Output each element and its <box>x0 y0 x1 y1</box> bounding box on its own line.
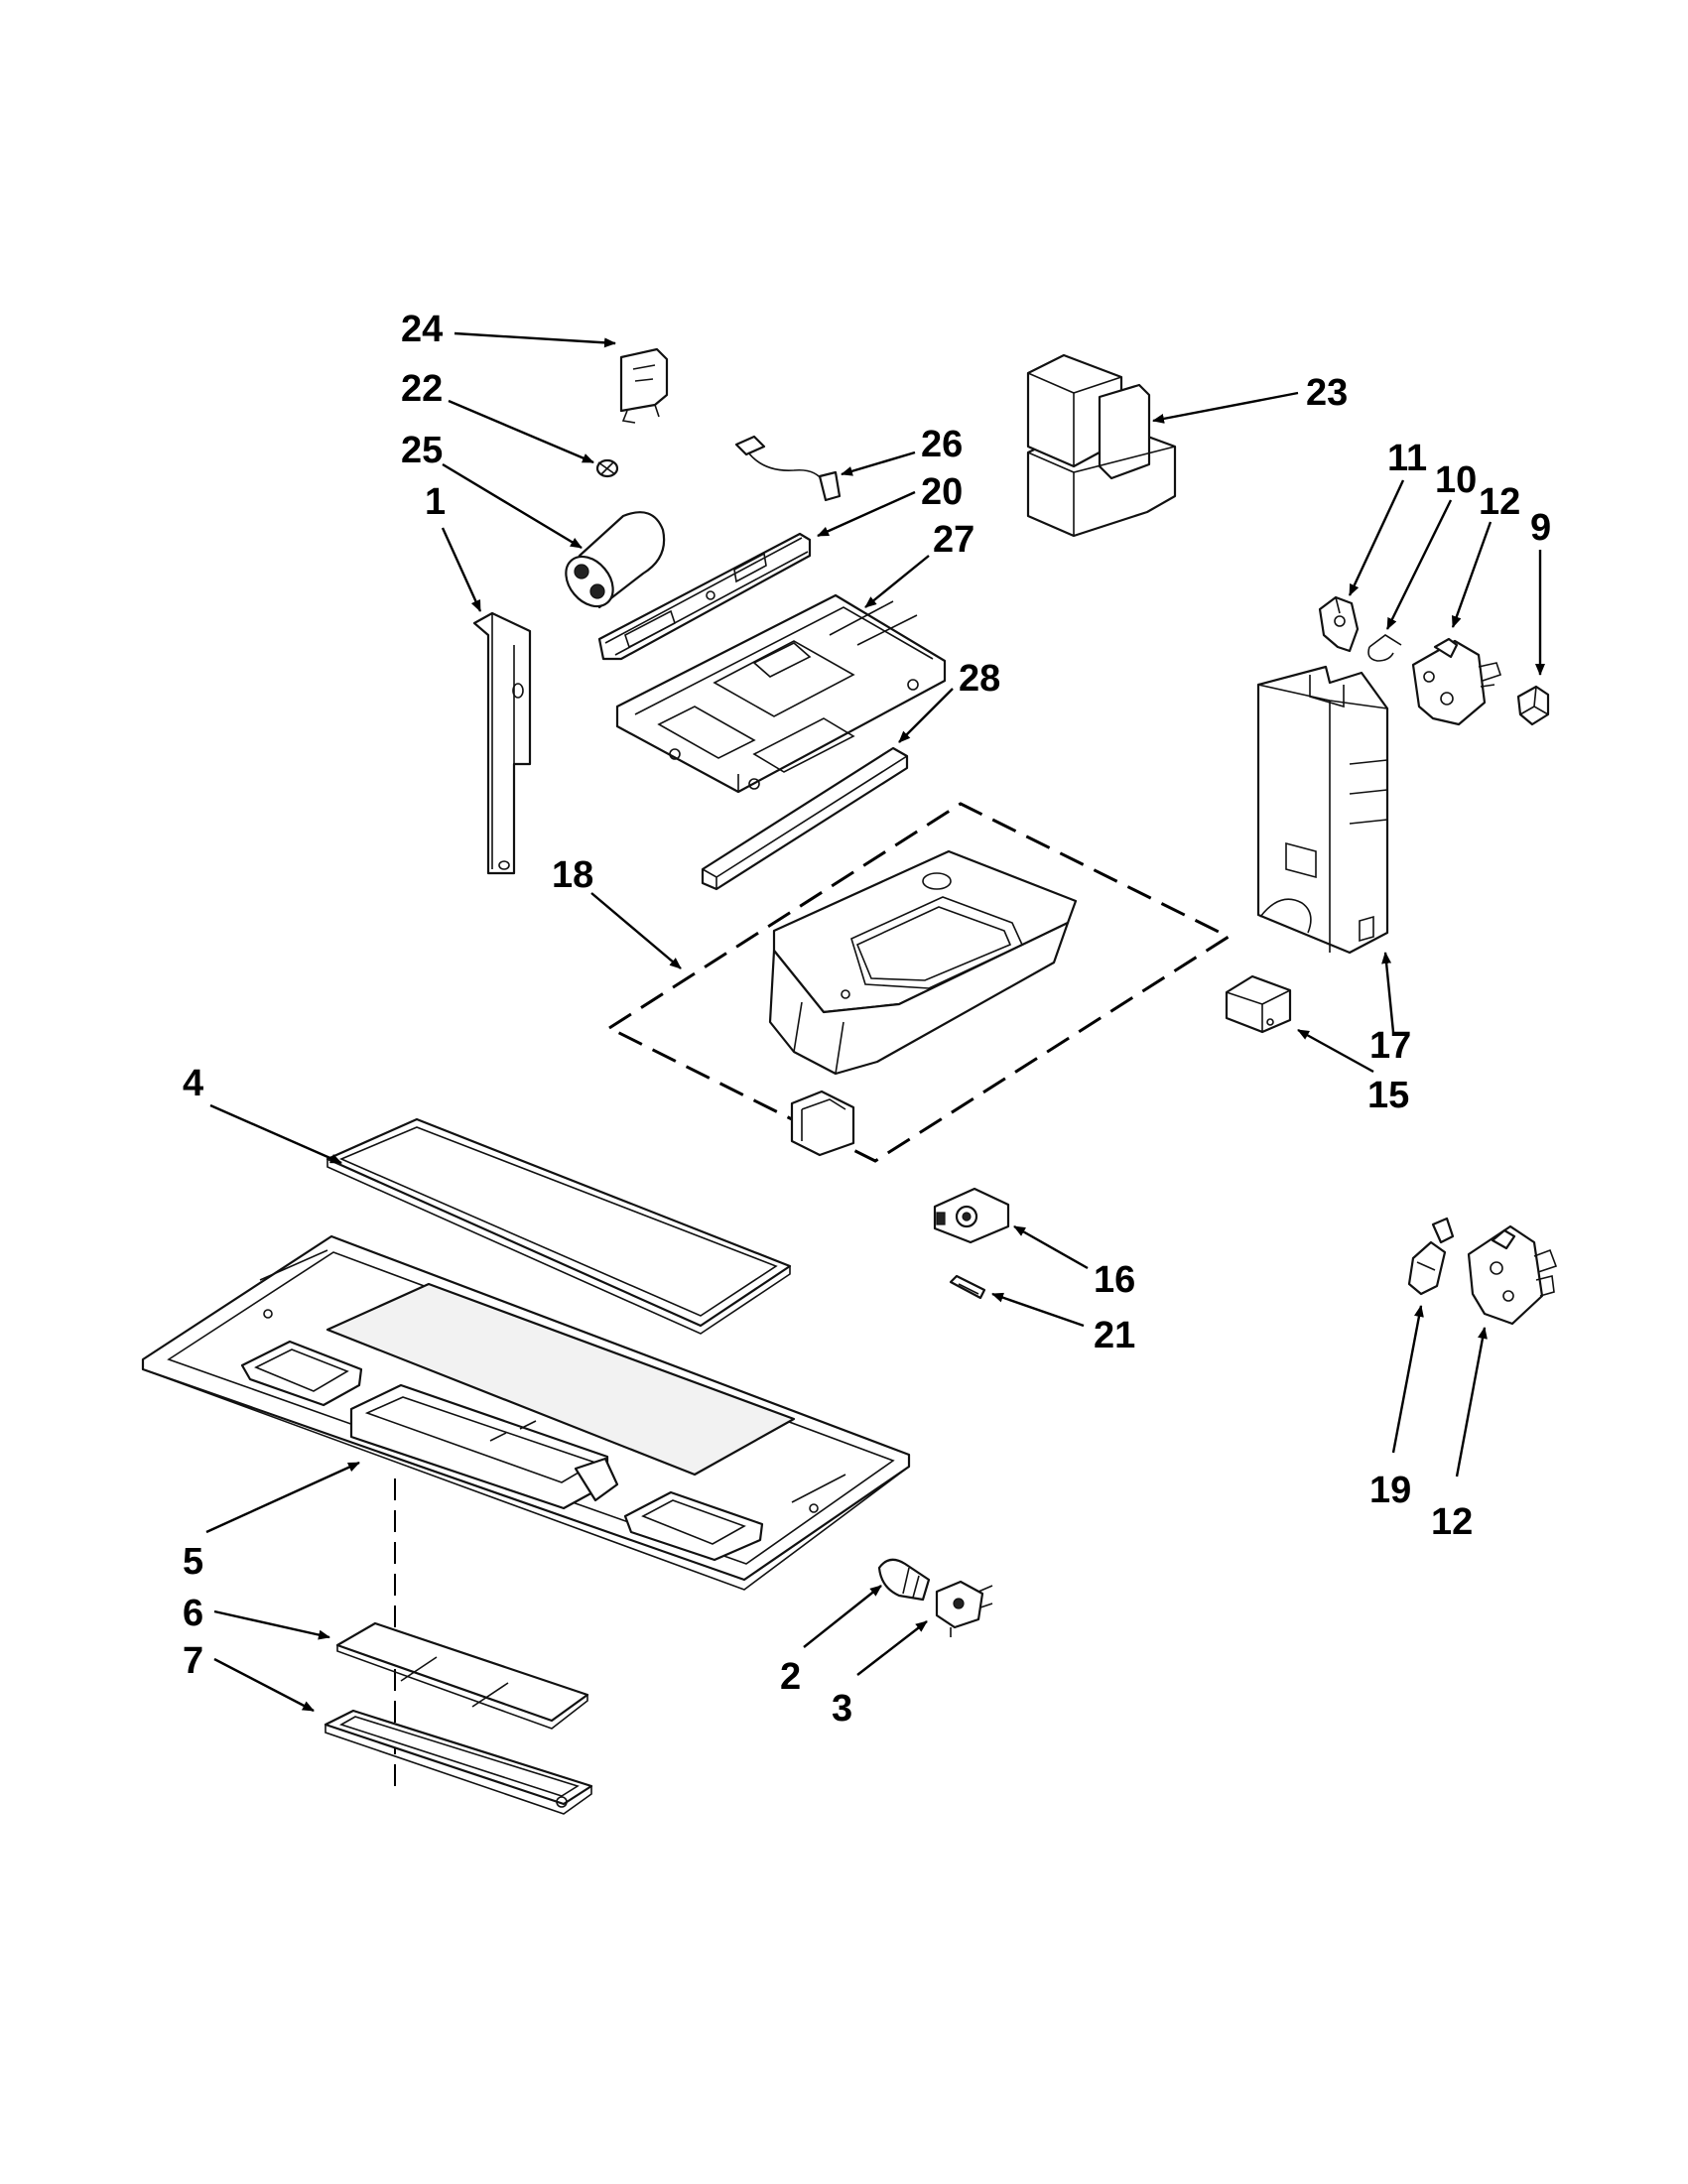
part-17-cover-panel <box>1256 665 1389 955</box>
part-1-vertical-bracket <box>472 611 532 875</box>
callout-2: 2 <box>780 1656 801 1698</box>
part-12-interlock-bottom <box>1467 1224 1558 1326</box>
part-5-bottom-plate <box>141 1234 911 1591</box>
callout-3: 3 <box>832 1688 852 1730</box>
part-19-switch <box>1407 1217 1455 1296</box>
leader-19 <box>1391 1305 1424 1454</box>
leader-24 <box>454 331 616 348</box>
leader-28 <box>898 688 954 743</box>
part-6-lens <box>335 1621 589 1730</box>
part-7-light-frame <box>324 1709 593 1815</box>
callout-17: 17 <box>1369 1025 1411 1067</box>
leader-22 <box>448 399 594 464</box>
leader-lines <box>205 331 1545 1713</box>
leader-16 <box>1013 1224 1089 1270</box>
part-9-switch <box>1516 685 1550 726</box>
callout-9: 9 <box>1530 507 1551 549</box>
part-3-lamp-socket <box>935 1580 993 1637</box>
leader-3 <box>856 1620 928 1676</box>
leader-12a <box>1451 521 1493 628</box>
leader-21 <box>991 1292 1085 1328</box>
leader-11 <box>1348 479 1405 596</box>
part-18-duct <box>768 849 1078 1076</box>
leader-27 <box>864 555 930 608</box>
part-18-small-bracket <box>790 1090 855 1157</box>
callout-1: 1 <box>425 481 446 523</box>
callout-12a: 12 <box>1479 481 1520 523</box>
part-21-fuse <box>949 1274 986 1300</box>
part-2-lamp <box>877 1558 931 1602</box>
callout-7: 7 <box>183 1640 203 1682</box>
callout-15: 15 <box>1367 1075 1409 1116</box>
part-24-bracket <box>619 347 669 424</box>
part-16-thermostat-plate <box>933 1187 1010 1244</box>
part-20-board-bracket <box>597 532 812 661</box>
part-12-interlock-top <box>1411 637 1502 726</box>
leader-10 <box>1385 499 1453 630</box>
part-4-filter <box>325 1117 792 1335</box>
callout-25: 25 <box>401 430 443 471</box>
callout-16: 16 <box>1094 1259 1135 1301</box>
leader-18 <box>590 892 682 969</box>
callout-22: 22 <box>401 368 443 410</box>
part-18-assembly-boundary <box>605 802 1233 1163</box>
part-22-clip <box>595 458 619 478</box>
leader-5 <box>205 1461 360 1534</box>
part-26-sensor-wire <box>734 435 842 502</box>
leader-7 <box>213 1657 315 1713</box>
callout-5: 5 <box>183 1541 203 1583</box>
part-15-box <box>1225 974 1292 1034</box>
leader-6 <box>213 1609 330 1640</box>
callout-20: 20 <box>921 471 963 513</box>
callout-labels: 24 22 25 1 26 20 27 28 18 23 11 10 12 9 … <box>183 309 1551 1730</box>
part-28-bar <box>701 746 909 891</box>
callout-28: 28 <box>959 658 1000 700</box>
callout-21: 21 <box>1094 1315 1135 1356</box>
callout-27: 27 <box>933 519 974 561</box>
callout-23: 23 <box>1306 372 1348 414</box>
part-23-transformer <box>1026 353 1177 538</box>
leader-15 <box>1297 1028 1374 1074</box>
callout-10: 10 <box>1435 459 1477 501</box>
callout-19: 19 <box>1369 1470 1411 1511</box>
callout-18: 18 <box>552 854 593 896</box>
callout-11: 11 <box>1387 438 1427 479</box>
leader-25 <box>442 462 583 550</box>
part-10-spring-lever <box>1367 634 1402 662</box>
leader-23 <box>1152 391 1299 424</box>
callout-24: 24 <box>401 309 443 350</box>
leader-26 <box>841 450 916 476</box>
part-11-switch-holder <box>1318 595 1360 653</box>
leader-2 <box>803 1585 882 1648</box>
callout-12b: 12 <box>1431 1501 1473 1543</box>
callout-26: 26 <box>921 424 963 465</box>
leader-12b <box>1455 1327 1488 1477</box>
callout-6: 6 <box>183 1593 203 1634</box>
callout-4: 4 <box>183 1063 203 1104</box>
leader-20 <box>817 490 916 538</box>
part-27-chassis-plate <box>615 593 947 794</box>
leader-17 <box>1381 952 1395 1033</box>
part-25-capacitor <box>565 511 666 609</box>
leader-1 <box>441 527 482 612</box>
leader-4 <box>209 1103 342 1165</box>
